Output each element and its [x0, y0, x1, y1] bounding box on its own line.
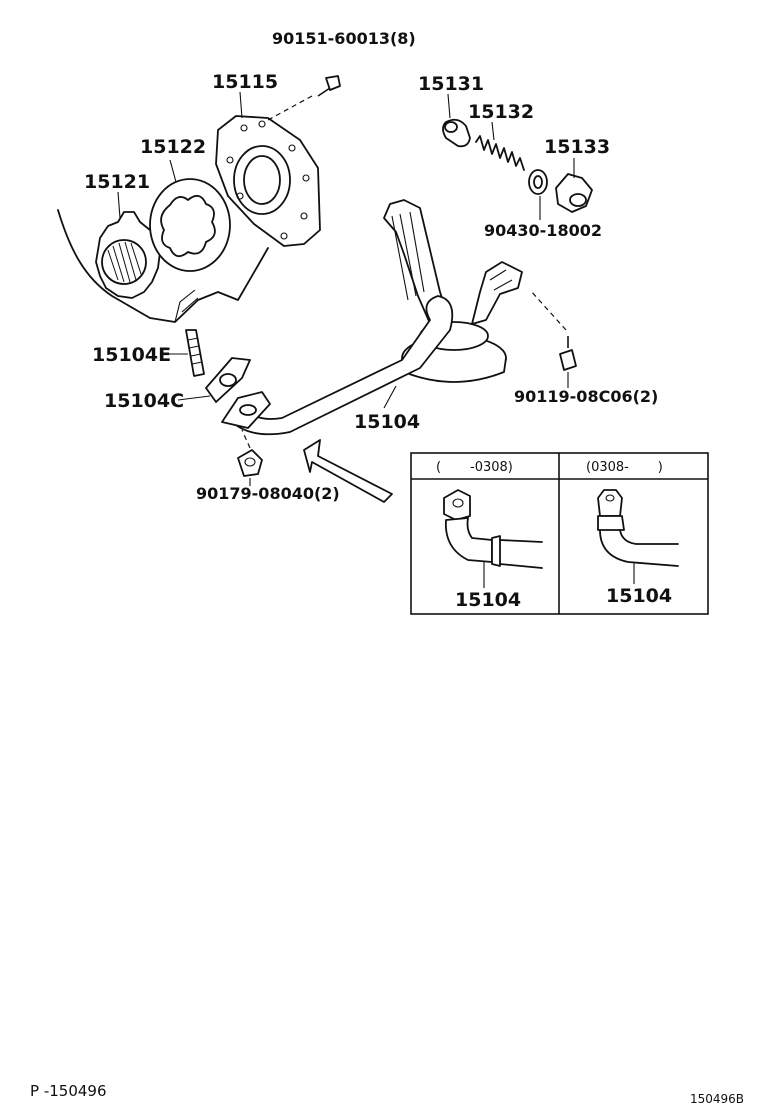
figure-id: 150496B	[690, 1092, 744, 1106]
bolt-90119	[529, 289, 577, 371]
gasket-15104c	[205, 357, 251, 403]
bolt-90151	[267, 75, 341, 121]
label-15115: 15115	[212, 71, 278, 93]
label-15104: 15104	[354, 411, 420, 433]
page-reference: P -150496	[30, 1082, 107, 1100]
label-90430-18002: 90430-18002	[484, 221, 602, 240]
engine-block-outline	[57, 209, 269, 323]
plug-15133	[555, 173, 593, 213]
label-15104e: 15104E	[92, 344, 171, 366]
gasket-90430	[528, 169, 548, 195]
inset-right-pipe: 15104	[597, 489, 679, 607]
nut-90179	[237, 429, 263, 477]
inset-left-pipe: 15104	[443, 489, 543, 611]
inset-left-header: ( -0308)	[436, 460, 513, 475]
inset-right-label: 15104	[606, 585, 672, 607]
spring-15132	[475, 135, 525, 171]
label-15104c: 15104C	[104, 390, 184, 412]
label-15132: 15132	[468, 101, 534, 123]
pump-cover-15115	[215, 115, 321, 247]
label-15131: 15131	[418, 73, 484, 95]
inset-right-header: (0308- )	[586, 460, 663, 475]
detail-arrow	[303, 439, 393, 503]
label-15133: 15133	[544, 136, 610, 158]
relief-valve-15131	[442, 118, 471, 148]
inset-detail-box: ( -0308) (0308- ) 15104 15104	[410, 452, 709, 615]
oil-strainer-15104	[221, 199, 523, 436]
label-15122: 15122	[140, 136, 206, 158]
label-90119-08c06: 90119-08C06(2)	[514, 387, 658, 406]
label-90151-60013: 90151-60013(8)	[272, 29, 416, 48]
driven-rotor-15122	[149, 178, 231, 272]
inset-left-label: 15104	[455, 589, 521, 611]
leader-lines	[117, 91, 575, 486]
stud-15104e	[185, 329, 205, 377]
label-15121: 15121	[84, 171, 150, 193]
label-90179-08040: 90179-08040(2)	[196, 484, 340, 503]
drive-gear-15121	[95, 211, 161, 299]
